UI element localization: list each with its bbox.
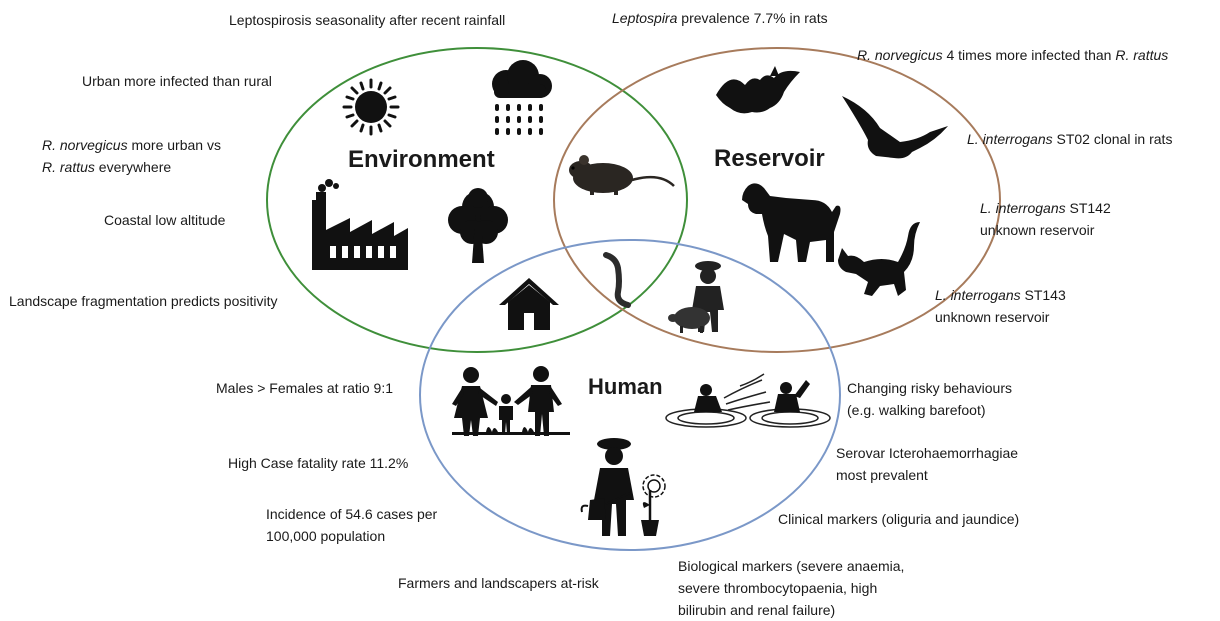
note-coastal: Coastal low altitude — [104, 212, 226, 228]
note-seasonality: Leptospirosis seasonality after recent r… — [229, 12, 506, 28]
species-name: R. norvegicus — [857, 47, 943, 63]
gardener-icon — [580, 438, 666, 536]
note-text: bilirubin and renal failure) — [678, 602, 836, 618]
note-text: more urban vs — [127, 137, 221, 153]
note-st143: L. interrogans ST143 unknown reservoir — [935, 284, 1066, 328]
house-icon — [499, 278, 559, 330]
note-biological: Biological markers (severe anaemia, seve… — [678, 555, 904, 621]
bird-icon — [842, 96, 948, 159]
genus-name: Leptospira — [612, 10, 678, 26]
species-name: R. norvegicus — [42, 137, 128, 153]
note-text: severe thrombocytopaenia, high — [678, 580, 878, 596]
note-serovar: Serovar Icterohaemorrhagiae most prevale… — [836, 442, 1018, 486]
worm-icon — [603, 252, 631, 308]
note-text: everywhere — [94, 159, 172, 175]
tree-icon — [448, 188, 508, 263]
cat-icon — [838, 222, 920, 296]
note-text: Changing risky behaviours — [847, 380, 1012, 396]
environment-circle — [266, 47, 688, 353]
note-landscape: Landscape fragmentation predicts positiv… — [9, 293, 278, 309]
human-circle — [419, 239, 841, 551]
note-text: prevalence 7.7% in rats — [677, 10, 828, 26]
species-name: R. rattus — [42, 159, 95, 175]
rat-icon — [569, 155, 675, 195]
note-text: unknown reservoir — [980, 222, 1095, 238]
environment-label: Environment — [348, 146, 495, 173]
note-text: ST143 — [1020, 287, 1066, 303]
note-four-times: R. norvegicus 4 times more infected than… — [857, 44, 1168, 66]
note-males-females: Males > Females at ratio 9:1 — [216, 380, 394, 396]
note-text: ST02 clonal in rats — [1052, 131, 1173, 147]
human-label: Human — [588, 374, 663, 399]
species-name: L. interrogans — [980, 200, 1066, 216]
note-text: Biological markers (severe anaemia, — [678, 558, 905, 574]
note-text: 100,000 population — [266, 528, 386, 544]
species-name: L. interrogans — [967, 131, 1053, 147]
factory-icon — [312, 179, 408, 270]
reservoir-label: Reservoir — [714, 145, 825, 172]
note-incidence: Incidence of 54.6 cases per 100,000 popu… — [266, 503, 437, 547]
reservoir-circle — [553, 47, 1001, 353]
note-farmers: Farmers and landscapers at-risk — [398, 575, 599, 591]
bat-icon — [716, 66, 800, 114]
people-in-water-icon — [665, 373, 831, 428]
species-name: L. interrogans — [935, 287, 1021, 303]
family-icon — [452, 366, 570, 436]
note-fatality: High Case fatality rate 11.2% — [228, 455, 409, 471]
note-text: Incidence of 54.6 cases per — [266, 506, 438, 522]
note-text: unknown reservoir — [935, 309, 1050, 325]
note-text: (e.g. walking barefoot) — [847, 402, 986, 418]
note-text: most prevalent — [836, 467, 928, 483]
note-behaviours: Changing risky behaviours (e.g. walking … — [847, 377, 1012, 421]
note-text: Serovar Icterohaemorrhagiae — [836, 445, 1019, 461]
dog-icon — [742, 183, 841, 262]
note-st142: L. interrogans ST142 unknown reservoir — [980, 197, 1111, 241]
note-text: 4 times more infected than — [942, 47, 1116, 63]
note-st02: L. interrogans ST02 clonal in rats — [967, 128, 1172, 150]
sun-icon — [342, 78, 400, 136]
note-text: ST142 — [1065, 200, 1111, 216]
note-prevalence: Leptospira prevalence 7.7% in rats — [612, 7, 828, 29]
note-urban-rural: Urban more infected than rural — [82, 73, 272, 89]
note-norvegicus-urban: R. norvegicus more urban vs R. rattus ev… — [42, 134, 221, 178]
species-name: R. rattus — [1115, 47, 1169, 63]
note-clinical: Clinical markers (oliguria and jaundice) — [778, 511, 1020, 527]
farmer-with-pig-icon — [668, 261, 724, 333]
rain-cloud-icon — [492, 60, 552, 135]
